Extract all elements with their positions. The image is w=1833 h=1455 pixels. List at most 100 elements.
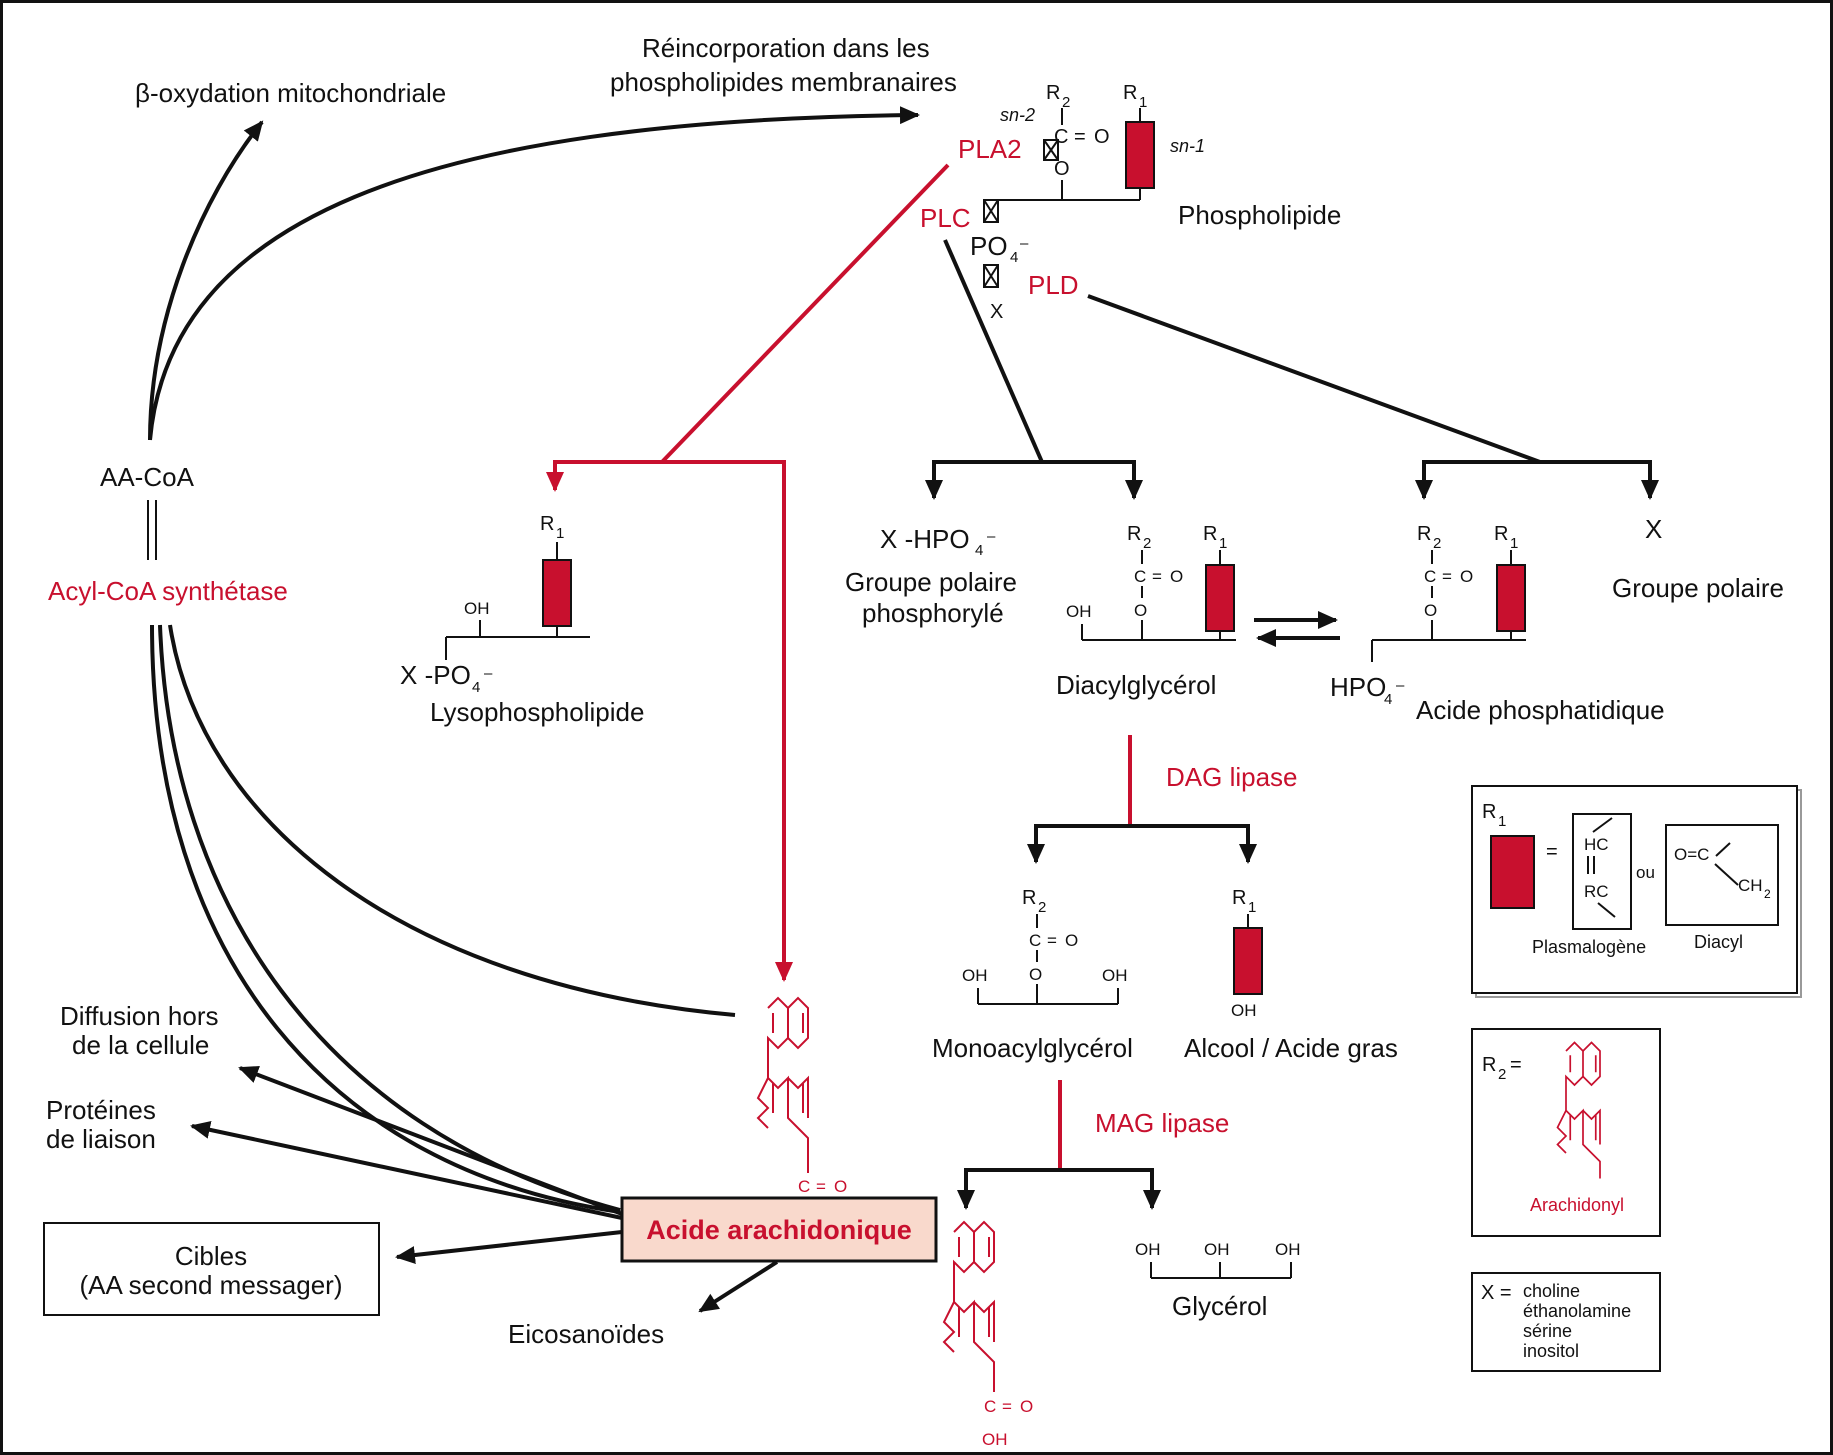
svg-text:=: = [1442, 567, 1452, 586]
sn1-label: sn-1 [1170, 136, 1205, 156]
svg-text:O=C: O=C [1674, 845, 1709, 864]
svg-text:4: 4 [472, 679, 480, 696]
svg-text:1: 1 [1510, 535, 1518, 552]
svg-text:OH: OH [1135, 1240, 1161, 1259]
diacylglycerol-label: Diacylglycérol [1056, 670, 1216, 700]
svg-text:4: 4 [975, 542, 983, 559]
lysophospholipid-structure: R 1 OH X -PO 4 – [400, 513, 590, 696]
svg-text:OH: OH [1231, 1001, 1257, 1020]
svg-text:OH: OH [962, 966, 988, 985]
lysophospholipide-label: Lysophospholipide [430, 697, 644, 727]
arrow-to-diffusion [238, 1066, 623, 1216]
svg-text:=: = [816, 1177, 826, 1196]
svg-text:–: – [987, 528, 996, 545]
svg-text:1: 1 [1498, 813, 1506, 830]
eicosanoides-label: Eicosanoïdes [508, 1319, 664, 1349]
svg-text:2: 2 [1143, 535, 1151, 552]
plasmalogene-box [1572, 813, 1632, 930]
mag-to-glycerol [1060, 1168, 1161, 1210]
groupe-polaire-phosphoryle-2: phosphorylé [862, 598, 1004, 628]
plc-to-diacylglycerol [1042, 460, 1143, 500]
svg-text:C: C [984, 1397, 996, 1416]
arachidonic-acid-structure-1: C = O OH [757, 997, 847, 1230]
r1-label: R [1123, 82, 1137, 104]
glycerol-structure: OH OH OH [1135, 1240, 1301, 1279]
svg-text:=: = [1002, 1397, 1012, 1416]
phosphatidic-acid-structure: R 2 R 1 C = O O HPO 4 – [1330, 523, 1526, 708]
svg-text:–: – [484, 665, 493, 682]
svg-text:2: 2 [1038, 899, 1046, 916]
svg-text:X -PO: X -PO [400, 660, 471, 690]
arrow-to-cibles [395, 1230, 623, 1264]
beta-oxidation-label: β-oxydation mitochondriale [135, 78, 446, 108]
legend-x-ethanolamine: éthanolamine [1523, 1301, 1631, 1321]
diffusion-label-2: de la cellule [72, 1030, 209, 1060]
legend-r2-label: R [1482, 1054, 1496, 1076]
arachidonic-acid-structure-2: C = O OH [943, 1221, 1033, 1449]
phospholipid-structure: R 2 R 1 sn-2 sn-1 C = O O PO 4 – X [970, 82, 1205, 323]
diacyl-label: Diacyl [1694, 932, 1743, 952]
pla2-label: PLA2 [958, 134, 1022, 164]
dag-lipase-label: DAG lipase [1166, 762, 1298, 792]
svg-text:1: 1 [1139, 94, 1147, 111]
svg-text:=: = [1152, 567, 1162, 586]
legend-x-box [1471, 1272, 1661, 1372]
cibles-label-1: Cibles [175, 1241, 247, 1271]
arrow-to-proteines [190, 1120, 623, 1220]
svg-text:R: R [1022, 887, 1036, 909]
legend-x-choline: choline [1523, 1281, 1580, 1301]
svg-text:–: – [1020, 235, 1029, 252]
monoacylglycerol-label: Monoacylglycérol [932, 1033, 1133, 1063]
svg-text:OH: OH [1102, 966, 1128, 985]
svg-text:CH: CH [1738, 876, 1763, 895]
proteines-label-1: Protéines [46, 1095, 156, 1125]
svg-text:O: O [1054, 158, 1070, 180]
pld-to-polar-group [1540, 460, 1659, 500]
svg-text:=: = [1047, 931, 1057, 950]
alcool-acide-gras-label: Alcool / Acide gras [1184, 1033, 1398, 1063]
aa-coa-label: AA-CoA [100, 462, 195, 492]
r1-block [1125, 121, 1155, 189]
svg-text:X: X [990, 301, 1003, 323]
arachidonyl-label: Arachidonyl [1530, 1195, 1624, 1215]
legend-r1-block [1490, 835, 1535, 909]
svg-text:2: 2 [1062, 94, 1070, 111]
svg-text:R: R [1127, 523, 1141, 545]
svg-text:R: R [1232, 887, 1246, 909]
svg-text:O: O [834, 1177, 847, 1196]
svg-text:=: = [1546, 841, 1558, 863]
plc-to-polar-group [925, 460, 1042, 500]
phospholipide-label: Phospholipide [1178, 200, 1341, 230]
svg-text:4: 4 [1010, 249, 1018, 266]
svg-text:PO: PO [970, 231, 1008, 261]
svg-text:1: 1 [1219, 535, 1227, 552]
diacylglycerol-structure: R 2 R 1 C = O O OH [1066, 523, 1236, 641]
svg-text:2: 2 [1498, 1066, 1506, 1083]
legend-x-inositol: inositol [1523, 1341, 1579, 1361]
sn2-label: sn-2 [1000, 105, 1035, 125]
pla2-to-lysophospholipid [546, 460, 662, 492]
acide-arachidonique-box [620, 1196, 938, 1263]
arrow-to-beta-oxidation [148, 120, 264, 441]
plc-path [943, 239, 1044, 463]
svg-text:2: 2 [1764, 887, 1771, 901]
svg-text:=: = [1510, 1054, 1522, 1076]
legend-x-label: X = [1481, 1282, 1512, 1304]
svg-text:C: C [1424, 567, 1436, 586]
plc-label: PLC [920, 203, 971, 233]
svg-text:O: O [1424, 601, 1437, 620]
svg-text:–: – [1396, 677, 1405, 694]
proteines-label-2: de liaison [46, 1124, 156, 1154]
svg-text:R: R [1494, 523, 1508, 545]
r2-label: R [1046, 82, 1060, 104]
dag-to-monoacylglycerol [1027, 824, 1130, 864]
svg-text:HC: HC [1584, 835, 1609, 854]
diacyl-box [1665, 824, 1779, 926]
reincorporation-label-1: Réincorporation dans les [642, 33, 930, 63]
svg-text:O: O [1134, 601, 1147, 620]
plasmalogene-label: Plasmalogène [1532, 937, 1646, 957]
pla2-path [660, 163, 950, 464]
svg-text:RC: RC [1584, 882, 1609, 901]
svg-text:C: C [798, 1177, 810, 1196]
